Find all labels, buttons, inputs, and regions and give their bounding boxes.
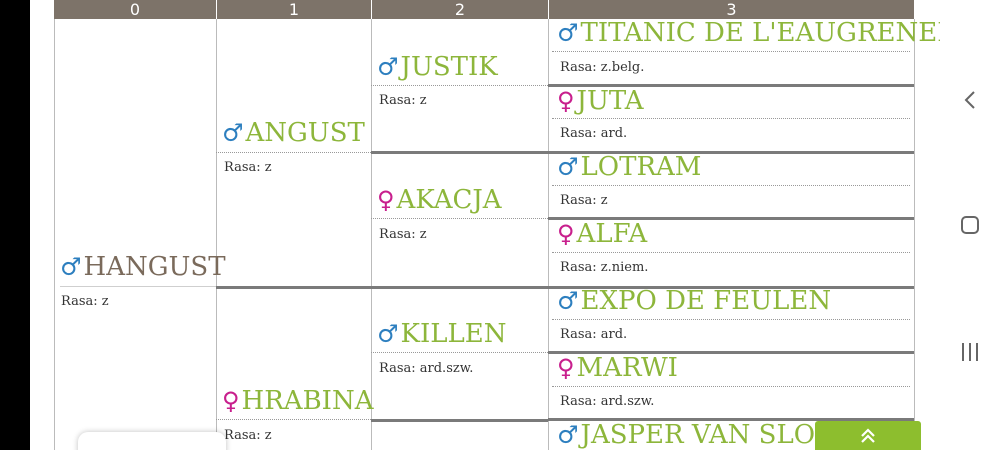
section-divider: [548, 84, 914, 87]
male-icon: ♂: [222, 119, 244, 147]
rasa-killen: Rasa: ard.szw.: [379, 361, 474, 376]
male-icon: ♂: [377, 53, 399, 81]
divider: [371, 218, 548, 219]
header-edge: [54, 0, 60, 19]
system-nav-bar: [940, 0, 1000, 450]
section-divider: [548, 217, 914, 220]
animal-name-text: LOTRAM: [580, 152, 702, 182]
rasa-alfa: Rasa: z.niem.: [560, 260, 649, 275]
pedigree-screen: 0 1 2 3 ♂HANGUST Rasa: z ♂ANGUST Rasa: z…: [0, 0, 940, 450]
animal-name-text: JUTA: [576, 86, 644, 116]
generation-header: 0 1 2 3: [54, 0, 914, 19]
female-icon: ♀: [557, 87, 575, 115]
section-divider: [548, 151, 914, 154]
animal-name-akacja[interactable]: ♀AKACJA: [377, 185, 502, 215]
animal-name-text: TITANIC DE L'EAUGRENEE: [580, 18, 940, 48]
animal-name-text: HRABINA: [241, 386, 374, 416]
device-edge: [0, 0, 30, 450]
divider: [216, 419, 371, 420]
female-icon: ♀: [377, 186, 395, 214]
male-icon: ♂: [557, 19, 579, 47]
rasa-juta: Rasa: ard.: [560, 126, 628, 141]
double-chevron-up-icon: [861, 427, 875, 443]
back-chevron-icon: [964, 91, 975, 109]
section-divider: [371, 151, 548, 154]
grid-line: [54, 0, 55, 450]
column-header-2: 2: [372, 0, 549, 19]
rasa-hangust: Rasa: z: [61, 294, 109, 309]
divider: [371, 85, 548, 86]
animal-name-text: JASPER VAN SLOTS: [580, 420, 851, 450]
male-icon: ♂: [557, 287, 579, 315]
scroll-to-top-button[interactable]: [815, 421, 921, 450]
rasa-justik: Rasa: z: [379, 93, 427, 108]
male-icon: ♂: [60, 253, 82, 281]
rasa-angust: Rasa: z: [224, 160, 272, 175]
section-divider: [548, 418, 914, 421]
male-icon: ♂: [557, 153, 579, 181]
home-square-icon: [961, 216, 979, 234]
section-divider: [371, 286, 548, 289]
female-icon: ♀: [222, 387, 240, 415]
male-icon: ♂: [377, 320, 399, 348]
animal-name-text: JUSTIK: [400, 52, 498, 82]
animal-name-hrabina[interactable]: ♀HRABINA: [222, 386, 373, 416]
rasa-expo: Rasa: ard.: [560, 327, 628, 342]
animal-name-angust[interactable]: ♂ANGUST: [222, 118, 365, 148]
animal-name-text: AKACJA: [396, 185, 502, 215]
animal-name-text: HANGUST: [83, 252, 226, 282]
floating-card[interactable]: [78, 432, 226, 450]
section-divider: [371, 419, 548, 422]
recents-bars-icon: [962, 343, 978, 361]
animal-name-expo[interactable]: ♂EXPO DE FEULEN: [557, 286, 831, 316]
animal-name-titanic[interactable]: ♂TITANIC DE L'EAUGRENEE: [557, 18, 940, 48]
animal-name-text: ANGUST: [245, 118, 365, 148]
home-button[interactable]: [950, 205, 990, 245]
column-header-3: 3: [726, 0, 737, 19]
animal-name-text: ALFA: [576, 219, 648, 249]
grid-line: [371, 19, 372, 450]
rasa-titanic: Rasa: z.belg.: [560, 60, 645, 75]
rasa-akacja: Rasa: z: [379, 227, 427, 242]
screen-edge: [30, 0, 60, 450]
recents-button[interactable]: [950, 332, 990, 372]
divider: [552, 319, 910, 320]
divider: [552, 252, 910, 253]
grid-line: [914, 19, 915, 450]
divider: [216, 152, 371, 153]
section-divider: [548, 286, 914, 289]
animal-name-hangust[interactable]: ♂HANGUST: [60, 252, 226, 282]
section-divider: [216, 286, 371, 289]
animal-name-killen[interactable]: ♂KILLEN: [377, 319, 506, 349]
male-icon: ♂: [557, 421, 579, 449]
animal-name-alfa[interactable]: ♀ALFA: [557, 219, 647, 249]
animal-name-lotram[interactable]: ♂LOTRAM: [557, 152, 701, 182]
back-button[interactable]: [950, 80, 990, 120]
animal-name-text: KILLEN: [400, 319, 507, 349]
animal-name-text: MARWI: [576, 353, 678, 383]
divider: [371, 352, 548, 353]
animal-name-juta[interactable]: ♀JUTA: [557, 86, 644, 116]
animal-name-jasper[interactable]: ♂JASPER VAN SLOTS: [557, 420, 850, 450]
animal-name-justik[interactable]: ♂JUSTIK: [377, 52, 498, 82]
divider: [552, 386, 910, 387]
rasa-marwi: Rasa: ard.szw.: [560, 394, 655, 409]
female-icon: ♀: [557, 354, 575, 382]
section-divider: [548, 351, 914, 354]
rasa-hrabina: Rasa: z: [224, 428, 272, 443]
divider: [552, 185, 910, 186]
rasa-lotram: Rasa: z: [560, 193, 608, 208]
female-icon: ♀: [557, 220, 575, 248]
column-header-1: 1: [217, 0, 372, 19]
divider: [54, 286, 216, 287]
divider: [552, 118, 910, 119]
column-header-0: 0: [54, 0, 217, 19]
grid-line: [548, 19, 549, 450]
animal-name-marwi[interactable]: ♀MARWI: [557, 353, 678, 383]
grid-line: [216, 19, 217, 450]
animal-name-text: EXPO DE FEULEN: [580, 286, 832, 316]
divider: [552, 51, 910, 52]
